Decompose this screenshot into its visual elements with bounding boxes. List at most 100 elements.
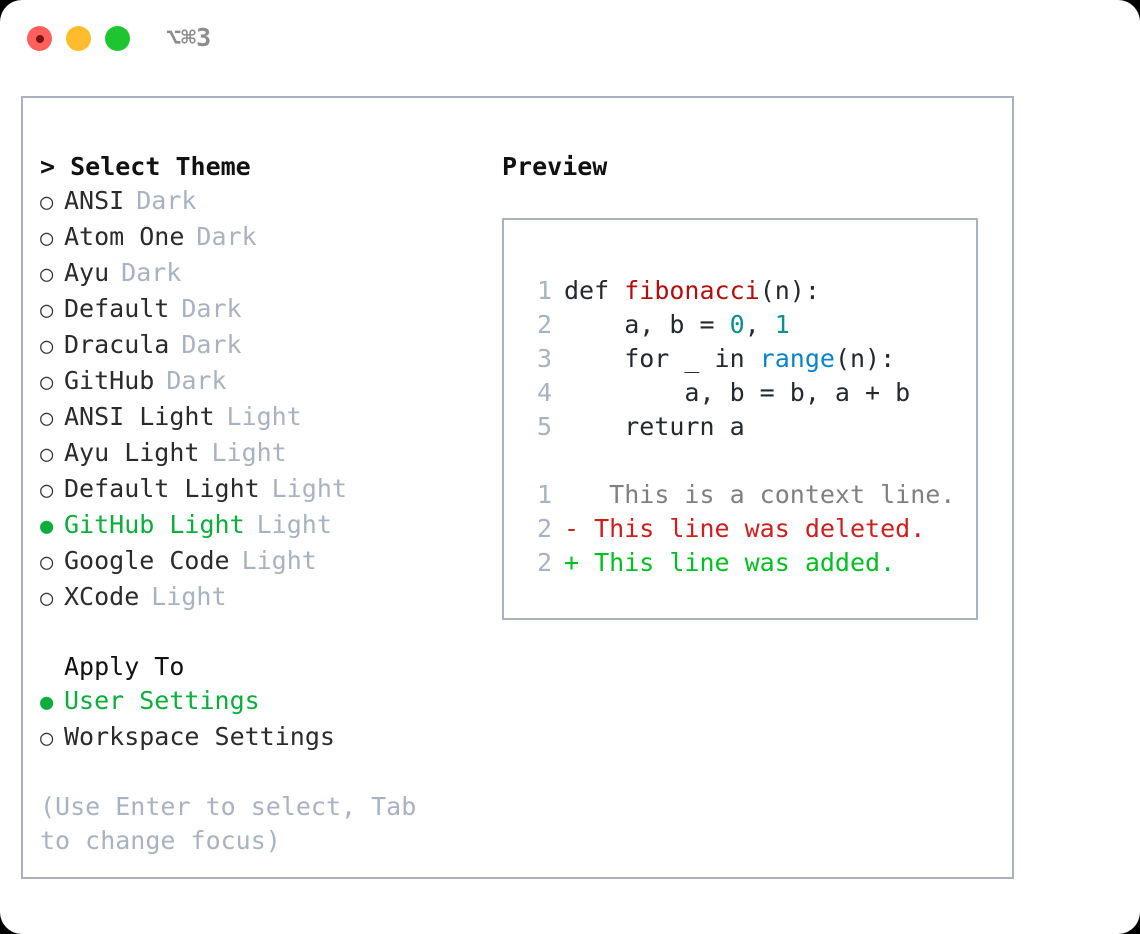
diff-line-text: This is a context line.	[579, 480, 956, 509]
theme-variant-tag: Light	[226, 402, 302, 431]
theme-variant-tag: Dark	[196, 222, 257, 251]
section-spacer	[40, 616, 500, 650]
theme-name-label: Ayu Light	[64, 438, 200, 467]
apply-to-item[interactable]: ○ Workspace Settings	[40, 720, 500, 756]
radio-unselected-icon: ○	[40, 442, 54, 467]
apply-to-label: User Settings	[64, 686, 260, 715]
line-number: 4	[536, 378, 552, 407]
theme-variant-tag: Light	[241, 546, 317, 575]
code-token: range	[759, 344, 835, 373]
code-token: 1	[774, 310, 790, 339]
theme-name-label: ANSI	[64, 186, 125, 215]
theme-list-item[interactable]: ● GitHub Light Light	[40, 508, 500, 544]
radio-unselected-icon: ○	[40, 726, 54, 751]
line-number: 1	[536, 480, 552, 509]
code-token: a, b = b, a + b	[564, 378, 911, 407]
code-token: for _ in	[564, 344, 760, 373]
diff-sign: +	[564, 548, 580, 577]
diff-sign: -	[564, 514, 580, 543]
diff-line-text: This line was deleted.	[579, 514, 926, 543]
theme-variant-tag: Light	[271, 474, 347, 503]
code-line: 5 return a	[522, 410, 955, 444]
keyboard-hint: (Use Enter to select, Tab to change focu…	[40, 792, 432, 855]
theme-name-label: Ayu	[64, 258, 110, 287]
radio-unselected-icon: ○	[40, 550, 54, 575]
theme-variant-tag: Dark	[136, 186, 197, 215]
close-window-button[interactable]	[27, 26, 52, 51]
theme-variant-tag: Dark	[121, 258, 182, 287]
theme-name-label: Default	[64, 294, 170, 323]
code-line: 3 for _ in range(n):	[522, 342, 955, 376]
code-line-text: def fibonacci(n):	[564, 274, 820, 308]
preview-heading: Preview	[502, 152, 608, 181]
line-number: 2	[536, 548, 552, 577]
line-number: 5	[536, 412, 552, 441]
line-number: 2	[536, 310, 552, 339]
radio-unselected-icon: ○	[40, 370, 54, 395]
code-line-text: for _ in range(n):	[564, 342, 895, 376]
code-token: (n):	[834, 344, 896, 373]
theme-list-item[interactable]: ○ GitHub Dark	[40, 364, 500, 400]
diff-line-text: This line was added.	[579, 548, 896, 577]
theme-list-item[interactable]: ○ Ayu Dark	[40, 256, 500, 292]
theme-variant-tag: Light	[256, 510, 332, 539]
code-line: 1 def fibonacci(n):	[522, 274, 955, 308]
radio-unselected-icon: ○	[40, 478, 54, 503]
radio-unselected-icon: ○	[40, 262, 54, 287]
code-token: ,	[744, 310, 775, 339]
code-token: (n):	[759, 276, 820, 305]
radio-unselected-icon: ○	[40, 406, 54, 431]
theme-list-item[interactable]: ○ ANSI Dark	[40, 184, 500, 220]
theme-variant-tag: Dark	[181, 294, 242, 323]
code-line: 2 a, b = 0, 1	[522, 308, 955, 342]
radio-unselected-icon: ○	[40, 190, 54, 215]
code-line: 4 a, b = b, a + b	[522, 376, 955, 410]
theme-name-label: GitHub Light	[64, 510, 245, 539]
theme-name-label: XCode	[64, 582, 140, 611]
radio-selected-icon: ●	[40, 690, 54, 715]
diff-sign	[564, 478, 579, 512]
diff-line: 2 + This line was added.	[522, 546, 955, 580]
zoom-window-button[interactable]	[105, 26, 130, 51]
keyboard-shortcut-label: ⌥⌘3	[166, 23, 212, 52]
theme-list-item[interactable]: ○ Default Light Light	[40, 472, 500, 508]
apply-to-list[interactable]: ● User Settings ○ Workspace Settings	[40, 684, 500, 756]
theme-list-item[interactable]: ○ Default Dark	[40, 292, 500, 328]
diff-line: 1 This is a context line.	[522, 478, 955, 512]
theme-list-item[interactable]: ○ Ayu Light Light	[40, 436, 500, 472]
apply-to-heading: Apply To	[64, 652, 185, 681]
apply-to-label: Workspace Settings	[64, 722, 335, 751]
select-theme-heading: > Select Theme	[40, 152, 251, 181]
line-number: 1	[536, 276, 552, 305]
theme-list-item[interactable]: ○ XCode Light	[40, 580, 500, 616]
minimize-window-button[interactable]	[66, 26, 91, 51]
code-line-text: a, b = 0, 1	[564, 308, 790, 342]
title-bar: ⌥⌘3	[0, 0, 1140, 76]
code-line-text: return a	[564, 410, 744, 444]
radio-selected-icon: ●	[40, 514, 54, 539]
theme-list-item[interactable]: ○ Google Code Light	[40, 544, 500, 580]
theme-name-label: Google Code	[64, 546, 230, 575]
radio-unselected-icon: ○	[40, 298, 54, 323]
line-number: 2	[536, 514, 552, 543]
theme-variant-tag: Dark	[166, 366, 227, 395]
code-token: 0	[729, 310, 745, 339]
apply-to-item[interactable]: ● User Settings	[40, 684, 500, 720]
radio-unselected-icon: ○	[40, 586, 54, 611]
theme-variant-tag: Light	[211, 438, 287, 467]
theme-name-label: Default Light	[64, 474, 260, 503]
theme-variant-tag: Light	[151, 582, 227, 611]
radio-unselected-icon: ○	[40, 226, 54, 251]
traffic-lights	[27, 26, 130, 51]
theme-name-label: GitHub	[64, 366, 155, 395]
radio-unselected-icon: ○	[40, 334, 54, 359]
code-token: fibonacci	[624, 276, 760, 305]
